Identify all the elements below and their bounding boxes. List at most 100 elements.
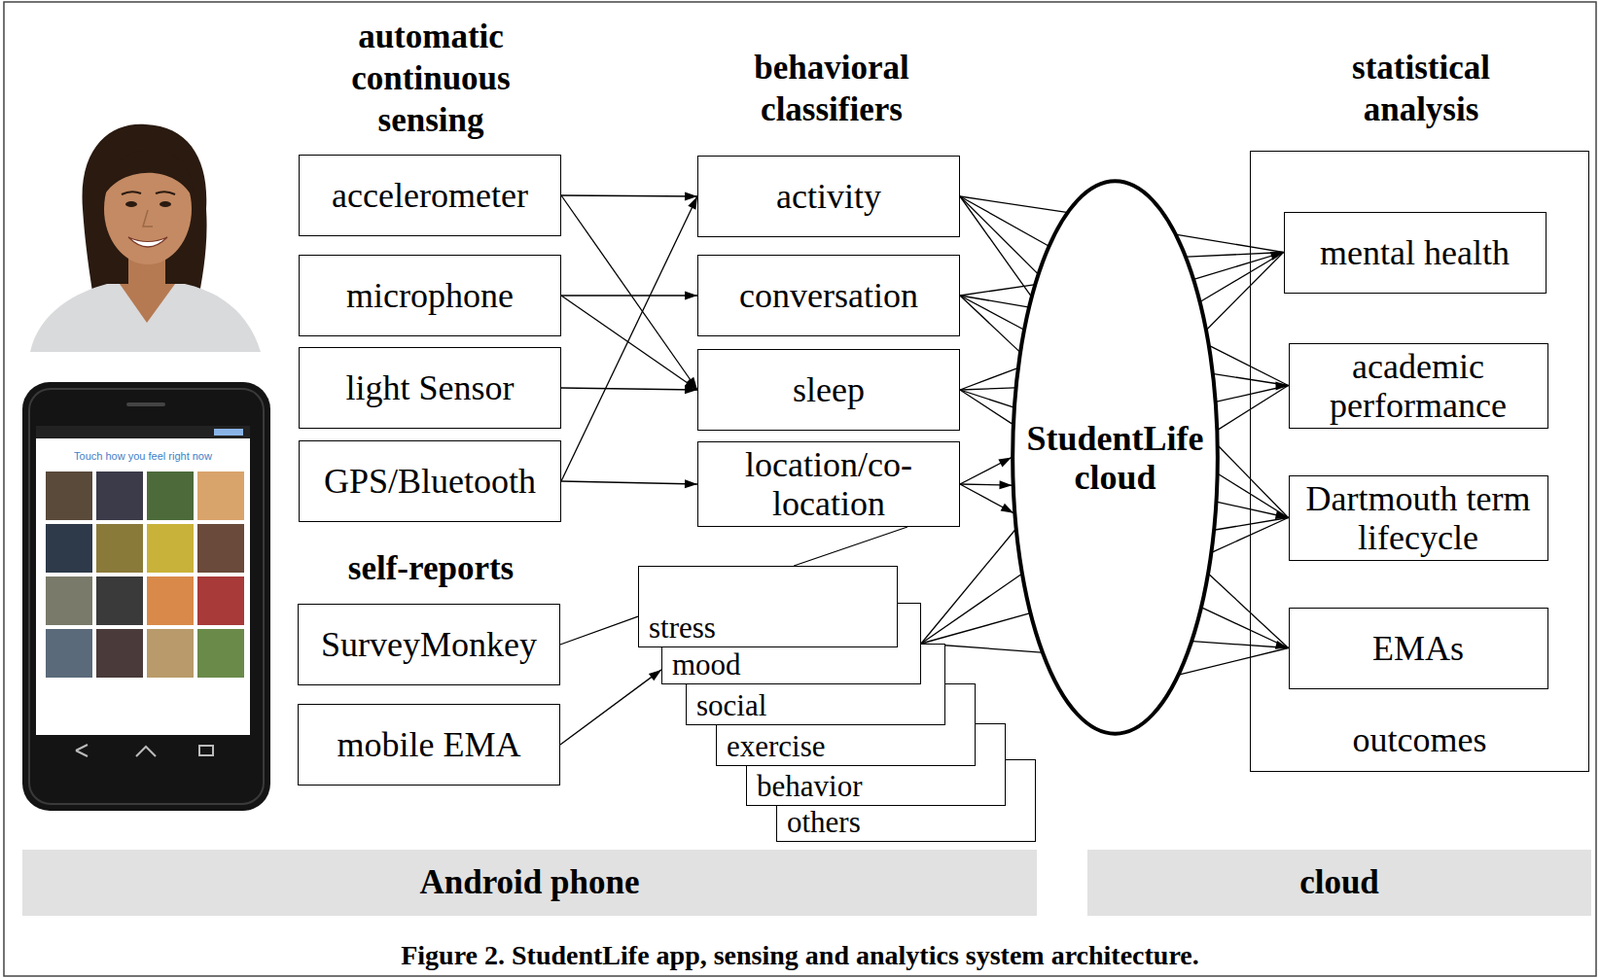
arrowhead: [684, 479, 698, 489]
node-text: outcomes: [1250, 720, 1589, 760]
connector-line: [960, 390, 1014, 408]
process-box: location/co-location: [697, 441, 960, 528]
process-box: microphone: [298, 254, 562, 337]
connector-line: [960, 196, 1067, 213]
home-icon: [136, 746, 156, 757]
connector-line: [561, 196, 698, 482]
phone-screen: [35, 426, 250, 736]
section-band: Android phone: [22, 850, 1037, 917]
connector-line: [921, 530, 1016, 644]
process-box: activity: [697, 155, 960, 238]
process-box: mental health: [1283, 212, 1547, 294]
process-box: Dartmouth term lifecycle: [1288, 475, 1549, 562]
node-text: stress: [648, 611, 716, 645]
mood-tile: [45, 576, 93, 626]
column-heading: statistical analysis: [1304, 46, 1538, 131]
mood-tile: [146, 471, 194, 521]
node-text: accelerometer: [331, 176, 529, 215]
fringe: [102, 150, 194, 200]
connector-line: [960, 388, 1015, 391]
process-box: SurveyMonkey: [297, 604, 561, 686]
recent-icon: [199, 746, 214, 756]
connector-line: [1179, 648, 1289, 676]
node-text: academic performance: [1297, 347, 1540, 426]
connector-line: [960, 196, 1032, 296]
process-box: conversation: [697, 254, 960, 337]
nose: [142, 210, 153, 227]
mood-tile: [146, 576, 194, 626]
node-text: StudentLife cloud: [1018, 419, 1213, 498]
connector-line: [960, 484, 1014, 514]
mood-tile: [197, 471, 245, 521]
arrowhead: [1000, 503, 1015, 514]
connector: [561, 196, 698, 482]
connector-line: [1214, 518, 1288, 531]
arrowhead: [1270, 251, 1284, 261]
node-text: location/co-location: [706, 445, 952, 524]
node-text: conversation: [739, 276, 919, 316]
ellipse-shape: [1012, 180, 1218, 734]
node-text: GPS/Bluetooth: [323, 462, 536, 501]
node-text: sleep: [792, 370, 865, 410]
node-text: microphone: [346, 276, 514, 316]
node-text: cloud: [1299, 863, 1380, 903]
connector-line: [1176, 234, 1283, 252]
connector-line: [560, 670, 662, 746]
arrowhead: [1275, 510, 1289, 520]
connector-line: [561, 295, 698, 391]
node-text: light Sensor: [345, 368, 514, 408]
figure-caption: Figure 2. StudentLife app, sensing and a…: [0, 939, 1600, 973]
smile: [128, 237, 168, 248]
node-text: EMAs: [1372, 629, 1464, 669]
arrowhead: [1275, 640, 1289, 650]
connector-line: [1202, 607, 1288, 648]
node-text: Android phone: [420, 863, 640, 903]
connector-line: [921, 613, 1030, 644]
mood-tile: [96, 471, 143, 521]
connector-line: [561, 195, 698, 197]
mood-tile: [146, 524, 194, 573]
connector-line: [960, 295, 1024, 330]
arrowhead: [648, 670, 662, 681]
arrowhead: [998, 480, 1012, 490]
connector: [960, 458, 1014, 514]
group-box: outcomes mental health academic performanc…: [1249, 150, 1590, 773]
node-text: social: [696, 689, 767, 723]
column-heading: self-reports: [319, 547, 543, 590]
node-text: exercise: [726, 730, 826, 764]
connector-line: [1192, 641, 1288, 649]
process-box: GPS/Bluetooth: [298, 440, 562, 523]
node-text: SurveyMonkey: [320, 625, 537, 665]
connector-line: [1207, 252, 1284, 330]
neckline: [119, 284, 176, 323]
student-photo: [30, 124, 261, 353]
stacked-card: stress: [638, 566, 898, 648]
connector: [561, 195, 698, 391]
column-heading: automatic continuous sensing: [319, 15, 543, 142]
cloud-ellipse: StudentLife cloud: [1010, 178, 1220, 737]
shirt: [30, 284, 261, 353]
mood-tile: [197, 524, 245, 573]
connector-line: [960, 196, 1038, 274]
connector: [561, 191, 698, 201]
mood-tile: [146, 629, 194, 678]
connector: [560, 616, 639, 645]
connector-line: [960, 284, 1034, 296]
screen-prompt: Touch how you feel right now: [35, 450, 250, 463]
connector-line: [1218, 446, 1289, 518]
phone-speaker: [126, 402, 166, 407]
process-box: academic performance: [1288, 343, 1549, 429]
phone-bezel: [29, 389, 264, 805]
mood-tile: [96, 576, 143, 626]
arrowhead: [687, 196, 698, 211]
mood-tile: [96, 629, 143, 678]
process-box: mobile EMA: [297, 704, 561, 786]
column-heading: behavioral classifiers: [714, 46, 949, 131]
connector: [561, 385, 698, 394]
arrowhead: [684, 291, 698, 301]
connector-line: [560, 616, 639, 645]
node-text: behavior: [756, 770, 862, 804]
arrowhead: [997, 458, 1012, 468]
mood-tile: [45, 629, 93, 678]
connector: [561, 291, 698, 301]
